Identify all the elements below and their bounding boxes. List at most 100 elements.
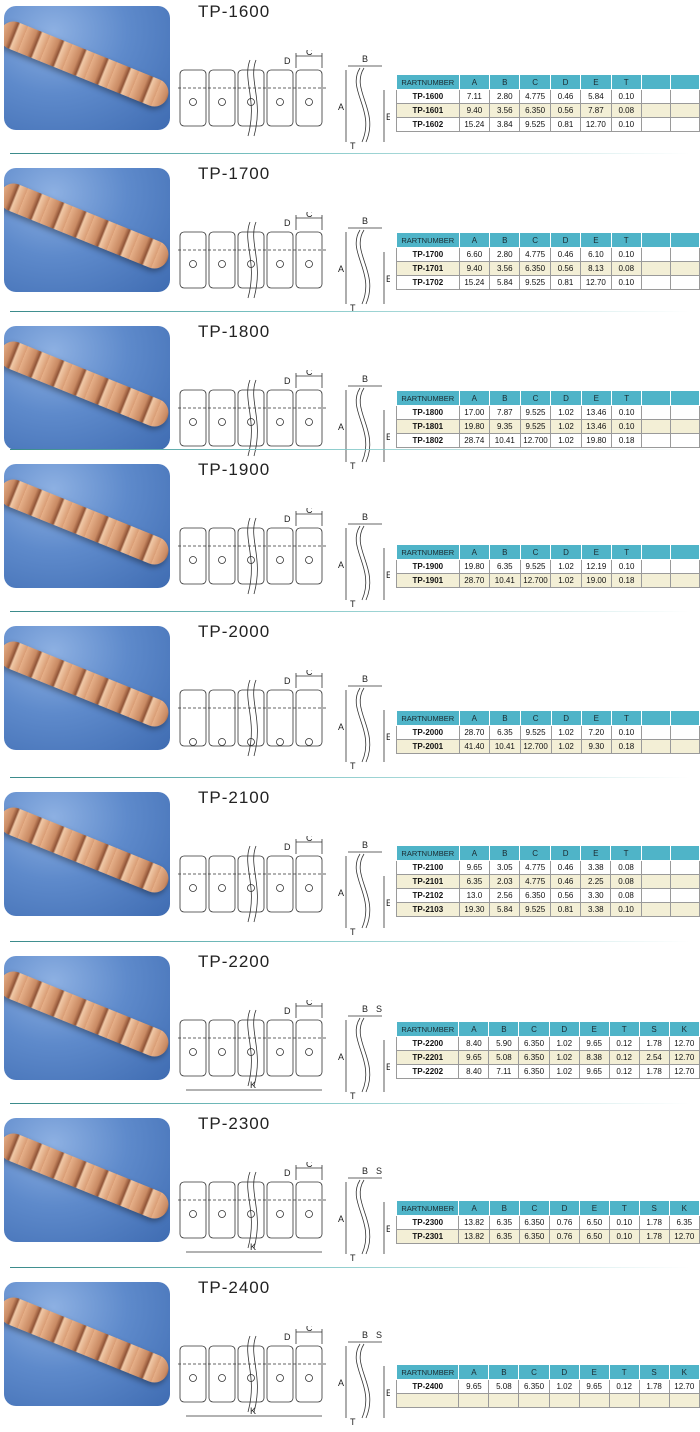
spec-column-header: S [638, 1021, 670, 1037]
spec-value-cell: 3.56 [489, 261, 521, 276]
spec-value-cell [670, 433, 700, 448]
product-title: TP-2300 [198, 1114, 271, 1133]
dim-label-e: E [386, 112, 390, 122]
spec-column-header [641, 390, 672, 406]
dim-label-c: C [306, 50, 313, 57]
spec-column-header: B [489, 845, 521, 861]
spec-column-header: D [550, 710, 582, 726]
product-photo [4, 792, 170, 916]
spec-value-cell [640, 89, 671, 104]
spec-value-cell: 1.02 [550, 559, 582, 574]
spec-value-cell: 5.84 [489, 275, 521, 290]
spec-column-header: RARTNUMBER [395, 1200, 460, 1216]
spec-column-header: RARTNUMBER [395, 1021, 460, 1037]
spec-column-header: E [580, 390, 613, 406]
spec-value-cell [669, 888, 700, 903]
dim-label-c: C [306, 1000, 313, 1007]
spec-value-cell: 12.70 [668, 1064, 700, 1079]
product-photo [4, 6, 170, 130]
spec-value-cell [670, 405, 700, 420]
spec-value-cell: 9.65 [578, 1064, 610, 1079]
spec-column-header: A [458, 710, 491, 726]
spec-value-cell: 9.65 [578, 1036, 610, 1051]
spec-column-header [640, 232, 671, 248]
spec-value-cell: 0.10 [610, 247, 642, 262]
part-number-cell: TP-2202 [395, 1064, 460, 1079]
dim-label-c: C [306, 670, 313, 677]
spec-value-cell [641, 725, 671, 740]
spec-value-cell: 0.46 [549, 874, 582, 889]
spec-value-cell: 5.84 [489, 902, 521, 917]
spec-value-cell [669, 117, 700, 132]
product-photo [4, 1118, 170, 1242]
spec-value-cell: 0.10 [610, 902, 642, 917]
spec-value-cell: 6.50 [578, 1229, 610, 1244]
spec-value-cell: 9.525 [519, 419, 552, 434]
spec-column-header: E [578, 1200, 610, 1216]
part-number-cell: TP-2201 [395, 1050, 460, 1065]
spec-column-header: S [638, 1200, 670, 1216]
dim-label-a: A [338, 722, 344, 732]
spec-column-header: E [578, 1021, 610, 1037]
part-number-cell: TP-1701 [396, 261, 460, 276]
spec-value-cell: 0.46 [549, 860, 582, 875]
product-title: TP-2000 [198, 622, 271, 641]
spec-value-cell: 0.56 [549, 888, 582, 903]
copper-strip-image [4, 1129, 170, 1223]
spec-value-cell: 0.81 [549, 117, 582, 132]
spec-column-header: D [548, 1021, 580, 1037]
dim-label-t: T [350, 927, 356, 936]
spec-value-cell: 1.02 [550, 573, 582, 588]
spec-value-cell [670, 559, 700, 574]
spec-value-cell [641, 739, 671, 754]
spec-column-header: E [580, 710, 612, 726]
spec-column-header: D [549, 1200, 580, 1216]
dim-label-a: A [338, 1214, 344, 1224]
spec-column-header: B [488, 1364, 520, 1380]
spec-value-cell: 4.775 [519, 89, 551, 104]
section-divider [10, 1267, 690, 1268]
dim-label-k: K [250, 1080, 256, 1090]
spec-value-cell: 2.56 [489, 888, 521, 903]
spec-value-cell: 9.40 [458, 103, 491, 118]
copper-strip-image [4, 475, 170, 569]
spec-value-cell: 9.525 [519, 725, 552, 740]
part-number-cell: TP-1802 [396, 433, 460, 448]
spec-value-cell: 15.24 [458, 117, 491, 132]
spec-column-header [669, 232, 700, 248]
spec-column-header: T [611, 544, 643, 560]
spec-value-cell [669, 860, 700, 875]
spec-column-header: A [458, 845, 491, 861]
spec-value-cell: 9.65 [578, 1379, 610, 1394]
spec-value-cell: 0.10 [611, 405, 643, 420]
dim-label-e: E [386, 570, 390, 580]
spec-value-cell: 0.56 [549, 103, 582, 118]
spec-value-cell: 6.35 [489, 559, 521, 574]
dim-label-t: T [350, 1417, 356, 1426]
dim-label-s: S [376, 1004, 382, 1014]
spec-column-header: C [519, 845, 551, 861]
spec-value-cell [488, 1393, 520, 1408]
spec-value-cell: 12.700 [519, 573, 552, 588]
spec-value-cell [669, 902, 700, 917]
spec-column-header: RARTNUMBER [396, 232, 460, 248]
spec-value-cell: 8.13 [580, 261, 612, 276]
spec-value-cell: 0.12 [608, 1379, 640, 1394]
copper-strip-image [4, 179, 170, 273]
spec-value-cell: 12.70 [580, 275, 612, 290]
spec-value-cell: 4.775 [519, 247, 551, 262]
spec-value-cell: 6.350 [518, 1215, 551, 1230]
spec-value-cell: 6.350 [518, 1050, 550, 1065]
copper-strip-image [4, 17, 170, 111]
spec-column-header: T [610, 232, 642, 248]
dim-label-t: T [350, 303, 356, 312]
spec-value-cell: 0.10 [608, 1215, 640, 1230]
